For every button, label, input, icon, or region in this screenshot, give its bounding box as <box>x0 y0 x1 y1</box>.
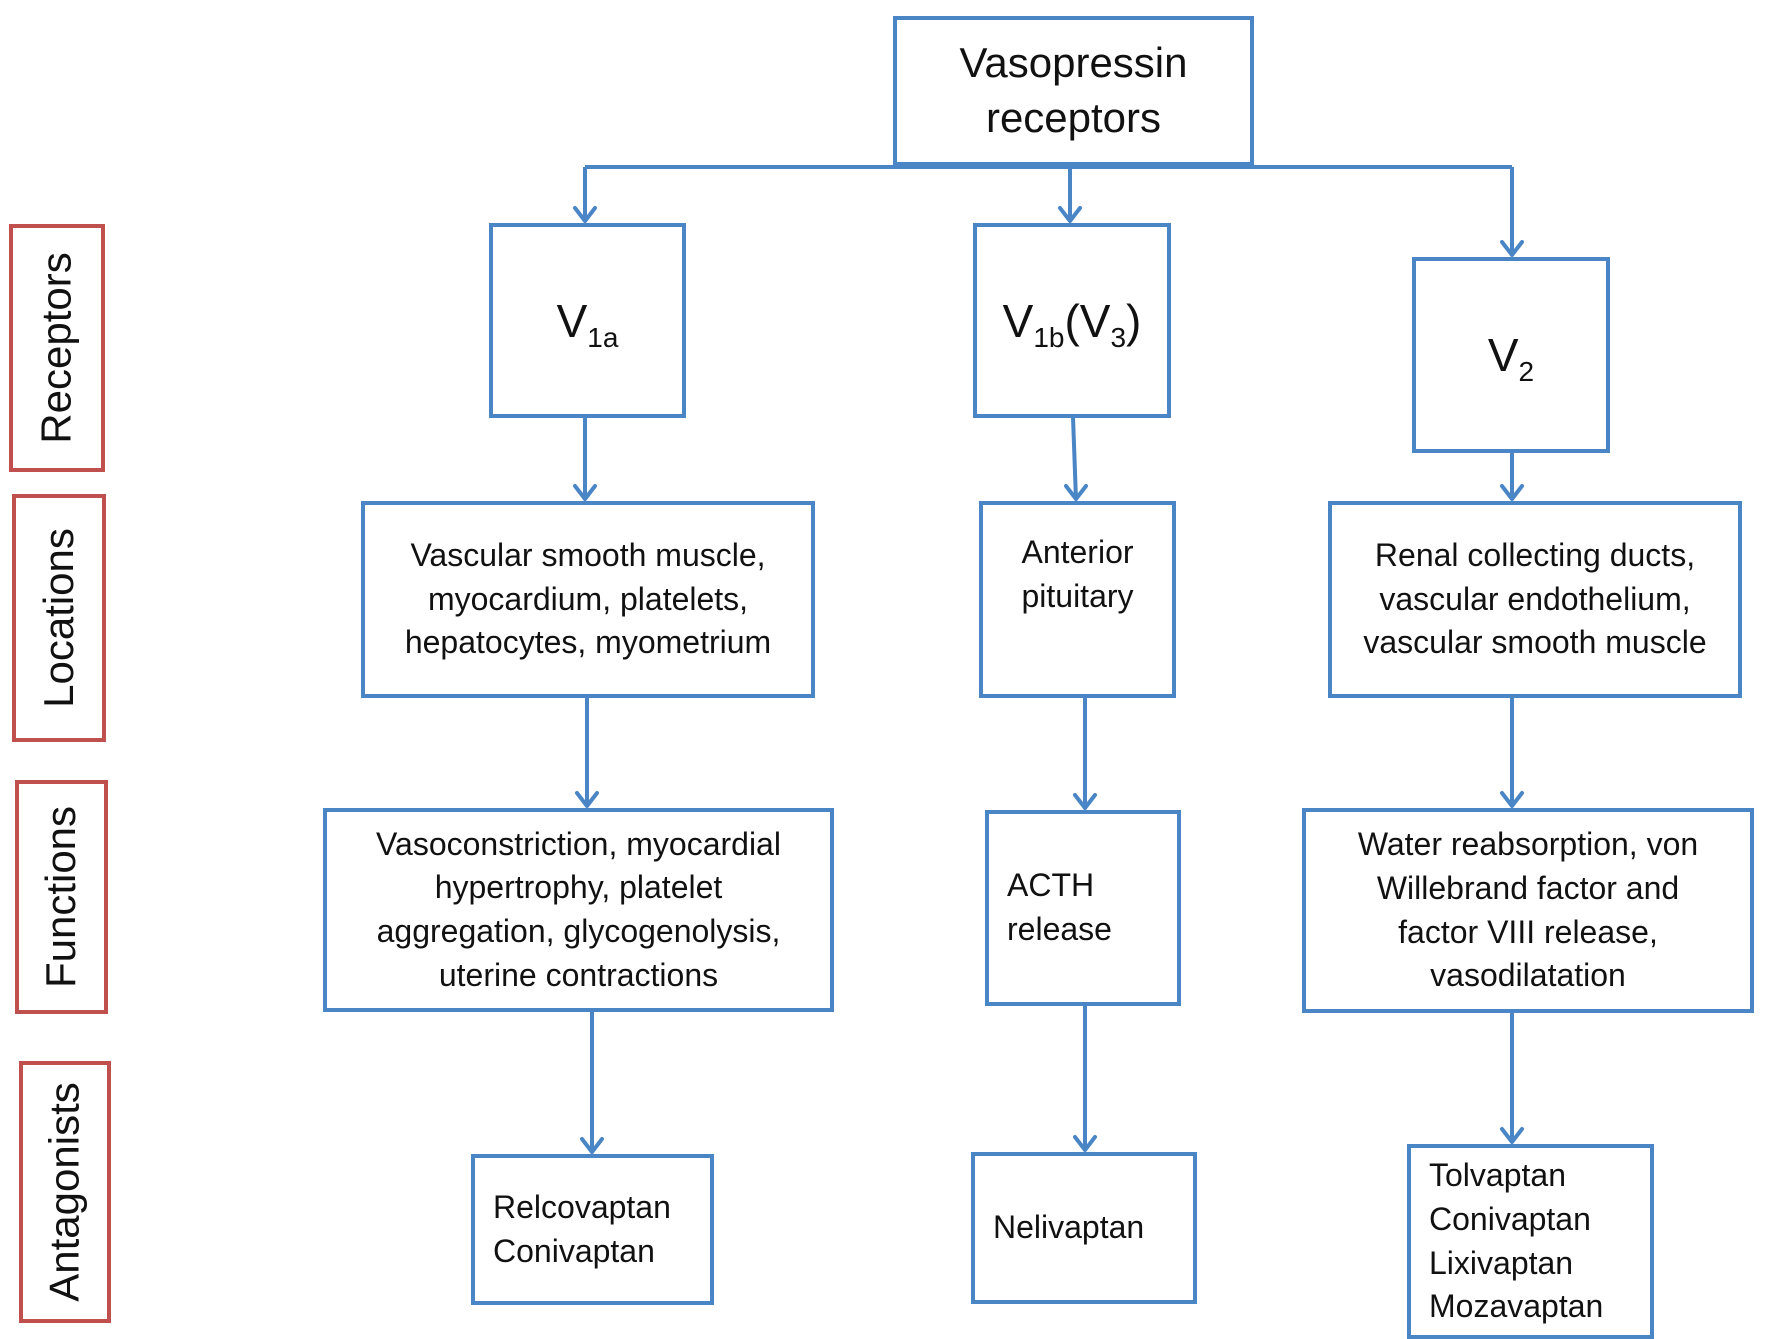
location-v1b-line: pituitary <box>1021 577 1134 614</box>
receptor-v1a-box: V1a <box>489 223 686 418</box>
function-v2-line: factor VIII release, <box>1398 913 1658 950</box>
antagonist-v2-drug: Lixivaptan <box>1429 1244 1574 1281</box>
function-v1a-line: uterine contractions <box>438 956 719 993</box>
row-label-antagonists-text: Antagonists <box>41 1082 89 1302</box>
receptor-v2-box: V2 <box>1412 257 1610 453</box>
location-v1a-line: myocardium, platelets, <box>427 580 749 617</box>
title-line-2: receptors <box>985 94 1162 141</box>
function-v2-line: Willebrand factor and <box>1376 869 1680 906</box>
function-v1b-line: ACTH <box>1007 867 1095 904</box>
location-v1b-line: Anterior <box>1021 534 1134 570</box>
function-v2-line: Water reabsorption, von <box>1357 826 1699 863</box>
function-v1b-box: ACTH release <box>985 810 1181 1006</box>
antagonist-v1a-box: Relcovaptan Conivaptan <box>471 1154 714 1305</box>
row-label-receptors: Receptors <box>9 224 105 472</box>
antagonist-v1a-drug: Relcovaptan <box>493 1188 671 1225</box>
arrow-v1b-to-location <box>1071 416 1078 501</box>
title-line-1: Vasopressin <box>959 39 1188 87</box>
row-label-receptors-text: Receptors <box>33 252 81 444</box>
location-v2-box: Renal collecting ducts, vascular endothe… <box>1328 501 1742 698</box>
function-v2-box: Water reabsorption, von Willebrand facto… <box>1302 808 1754 1013</box>
location-v1a-line: Vascular smooth muscle, <box>410 537 766 574</box>
function-v1a-line: hypertrophy, platelet <box>434 869 723 906</box>
location-v2-line: vascular endothelium, <box>1379 580 1691 617</box>
antagonist-v1b-box: Nelivaptan <box>971 1152 1197 1304</box>
receptor-v1a-label: V1a <box>556 294 619 353</box>
receptor-v1b-label: V1b(V3) <box>1002 294 1142 353</box>
function-v1b-line: release <box>1007 911 1112 947</box>
receptor-v1b-box: V1b(V3) <box>973 223 1171 418</box>
function-v1a-box: Vasoconstriction, myocardial hypertrophy… <box>323 808 834 1012</box>
function-v2-line: vasodilatation <box>1430 957 1626 994</box>
function-v1a-line: Vasoconstriction, myocardial <box>376 825 781 862</box>
row-label-antagonists: Antagonists <box>19 1061 111 1323</box>
row-label-locations-text: Locations <box>35 528 83 708</box>
location-v1a-box: Vascular smooth muscle, myocardium, plat… <box>361 501 815 698</box>
function-v1a-line: aggregation, glycogenolysis, <box>376 913 781 949</box>
row-label-locations: Locations <box>12 494 106 742</box>
location-v2-line: Renal collecting ducts, <box>1374 537 1696 574</box>
antagonist-v2-drug: Tolvaptan <box>1429 1157 1566 1194</box>
antagonist-v2-box: Tolvaptan Conivaptan Lixivaptan Mozavapt… <box>1407 1144 1654 1339</box>
antagonist-v1a-drug: Conivaptan <box>493 1232 655 1269</box>
location-v2-line: vascular smooth muscle <box>1363 624 1707 661</box>
location-v1a-line: hepatocytes, myometrium <box>404 624 772 661</box>
title-box: Vasopressin receptors <box>893 16 1254 166</box>
receptor-v2-label: V2 <box>1487 329 1535 387</box>
antagonist-v1b-drug: Nelivaptan <box>993 1209 1145 1246</box>
location-v1b-box: Anterior pituitary <box>979 501 1176 698</box>
row-label-functions-text: Functions <box>37 805 85 989</box>
antagonist-v2-drug: Conivaptan <box>1429 1200 1591 1237</box>
antagonist-v2-drug: Mozavaptan <box>1429 1288 1604 1325</box>
row-label-functions: Functions <box>15 780 108 1014</box>
